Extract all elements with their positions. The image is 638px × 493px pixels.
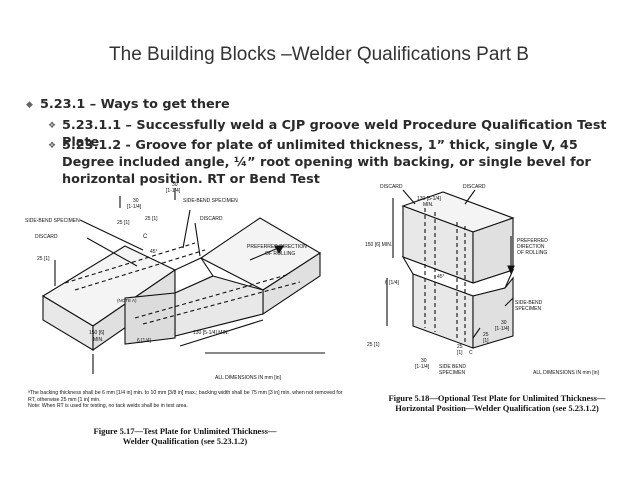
bullet-groove-unlimited-thickness: 5.23.1.2 - Groove for plate of unlimited… [62, 138, 591, 187]
dim-25-left: 25 [1] [367, 342, 380, 348]
backing-note: (NOTE A) [117, 298, 137, 303]
figure-5-18-caption-line2: Horizontal Position—Welder Qualification… [395, 403, 599, 413]
dim-30-b-in: [1-1/4] [415, 364, 430, 370]
dim-130-min: MIN. [423, 202, 434, 208]
side-bend-left: SIDE-BEND SPECIMEN [25, 218, 80, 224]
dim-30-a: 30 [133, 198, 139, 204]
dim-6: 6 [1/4] [385, 280, 400, 286]
side-bend-b2: SPECIMEN [439, 370, 466, 376]
discard-right: DISCARD [200, 216, 223, 222]
dim-150: 150 [6] MIN. [365, 242, 392, 248]
dim-30-b: 30 [172, 182, 178, 188]
dim-25-c: 25 [1] [37, 256, 50, 262]
dim-30-a-in: [1-1/4] [495, 326, 510, 332]
of-rolling: OF ROLLING [265, 251, 295, 257]
slide-title: The Building Blocks –Welder Qualificatio… [109, 44, 529, 65]
figure-5-17-caption-line2: Welder Qualification (see 5.23.1.2) [122, 436, 248, 446]
dim-25-a: 25 [1] [117, 220, 130, 226]
dim-25-b: 25 [1] [145, 216, 158, 222]
note-backing-thickness: ᵃThe backing thickness shall be 6 mm [1/… [28, 390, 343, 403]
dim-30-b: 30 [421, 358, 427, 364]
side-bend-1: SIDE-BEND [515, 300, 543, 306]
angle-45: 45° [437, 274, 445, 280]
dim-130: 130 [5-1/4] [417, 196, 442, 202]
backing-strip [124, 292, 176, 345]
dim-150-min: MIN. [93, 337, 104, 343]
diamond-bullet-icon: ❖ [48, 140, 57, 150]
centerline-c: C [143, 234, 148, 240]
discard-l: DISCARD [380, 184, 403, 190]
discard-left: DISCARD [35, 234, 58, 240]
figure-5-17-caption-line1: Figure 5.17—Test Plate for Unlimited Thi… [93, 426, 277, 436]
side-bend-2: SPECIMEN [515, 306, 542, 312]
dim-130: 130 [5-1/4] MIN. [193, 330, 229, 336]
dim-30-b-in: [1-1/4] [166, 188, 181, 194]
dim-25-b: 25 [457, 344, 463, 350]
dim-6: 6 [1/4] [137, 338, 152, 344]
all-dims-right: ALL DIMENSIONS IN mm [in] [533, 370, 600, 376]
bullet-cjp-groove-weld: 5.23.1.1 – Successfully weld a CJP groov… [62, 118, 607, 150]
figure-5-18-caption-line1: Figure 5.18—Optional Test Plate for Unli… [388, 393, 606, 403]
dim-30-a: 30 [501, 320, 507, 326]
centerline-c: C [469, 350, 473, 356]
pref-dir-1: PREFERRED [517, 238, 548, 244]
dim-30-a-in: [1-1/4] [127, 204, 142, 210]
dim-25-b-in: [1] [457, 350, 463, 356]
note-rt-tack-welds: Note: When RT is used for testing, no ta… [28, 403, 188, 409]
dim-150: 150 [6] [89, 330, 105, 336]
diamond-bullet-icon: ◆ [26, 99, 33, 109]
figure-5-17-caption: Figure 5.17—Test Plate for Unlimited Thi… [70, 426, 300, 446]
discard-r: DISCARD [463, 184, 486, 190]
pref-dir-2: DIRECTION [517, 244, 545, 250]
figure-5-18-caption: Figure 5.18—Optional Test Plate for Unli… [372, 393, 622, 413]
dim-25-a-in: [1] [483, 338, 489, 344]
side-bend-b1: SIDE BEND [439, 364, 466, 370]
figure-5-18-drawing: DISCARD DISCARD 130 [5-1/4] MIN. 150 [6]… [365, 184, 600, 376]
bullet-ways-to-get-there: 5.23.1 – Ways to get there [40, 97, 230, 112]
figure-5-17-drawing: 30 [1-1/4] 30 [1-1/4] SIDE-BEND SPECIMEN… [25, 182, 325, 381]
angle-45: 45° [150, 249, 158, 255]
side-bend-top: SIDE-BEND SPECIMEN [183, 198, 238, 204]
diamond-bullet-icon: ❖ [48, 120, 57, 130]
pref-dir-3: OF ROLLING [517, 250, 547, 256]
dim-25-a: 25 [483, 332, 489, 338]
pref-direction: PREFERRED DIRECTION [247, 244, 307, 250]
all-dims-left: ALL DIMENSIONS IN mm [in] [215, 375, 282, 381]
